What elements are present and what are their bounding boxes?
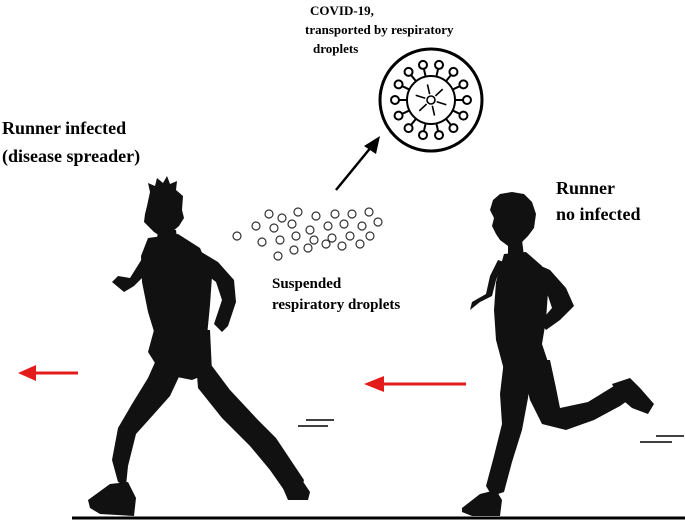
virus-spike-cap [403, 123, 414, 134]
virus-icon [378, 47, 484, 153]
droplet [277, 213, 287, 223]
label-healthy-line1: Runner [556, 178, 615, 198]
label-virus-line1: COVID-19, [310, 3, 374, 18]
virus-spike-cap [393, 79, 404, 90]
droplet [287, 219, 297, 229]
virus-spike-cap [434, 130, 445, 141]
label-droplets-line1: Suspended [272, 276, 342, 292]
droplet [364, 207, 374, 217]
droplet [275, 235, 285, 245]
droplet [273, 251, 283, 261]
droplet [373, 217, 383, 227]
virus-spike-cap [448, 123, 459, 134]
droplet [289, 245, 299, 255]
virus-spike-cap [448, 66, 459, 77]
label-healthy-line2: no infected [556, 204, 641, 224]
droplet [251, 221, 261, 231]
droplet [311, 211, 321, 221]
speed-lines-right [640, 435, 684, 443]
droplet [321, 239, 331, 249]
virus-spike-cap [417, 130, 428, 141]
droplet [293, 207, 303, 217]
droplet [339, 219, 349, 229]
arrow-left-icon [18, 365, 78, 381]
droplet [309, 235, 319, 245]
virus-spike-cap [403, 66, 414, 77]
droplet [347, 209, 357, 219]
speed-lines-left [298, 419, 334, 427]
virus-inner-mark [418, 103, 428, 112]
runner-silhouette-female [462, 192, 654, 516]
droplet [337, 241, 347, 251]
droplet [232, 231, 242, 241]
droplet [365, 231, 375, 241]
virus-spike-cap [458, 110, 469, 121]
virus-inner-mark [426, 84, 431, 95]
droplet [257, 237, 267, 247]
droplet [345, 231, 355, 241]
label-virus-line2: transported by respiratory [305, 22, 454, 37]
label-droplets-line2: respiratory droplets [272, 297, 400, 313]
droplet [305, 225, 315, 235]
virus-core [426, 95, 436, 105]
droplet-cloud [232, 207, 383, 261]
arrow-left-icon [364, 376, 466, 392]
droplet [269, 223, 279, 233]
virus-inner-mark [436, 101, 447, 106]
droplet [330, 209, 340, 219]
virus-spike-cap [390, 95, 400, 105]
runner-silhouette-male [88, 176, 310, 516]
droplet [264, 209, 274, 219]
droplet [303, 243, 313, 253]
virus-inner-mark [434, 88, 444, 97]
virus-inner-mark [431, 105, 436, 116]
virus-spike-cap [434, 59, 445, 70]
virus-spike-cap [462, 95, 472, 105]
droplet [327, 233, 337, 243]
label-infected-line2: (disease spreader) [2, 146, 140, 167]
droplet [357, 221, 367, 231]
virus-inner-mark [415, 94, 426, 99]
pointer-arrow-icon [335, 136, 380, 191]
label-infected-line1: Runner infected [2, 118, 126, 138]
virus-spike-cap [458, 79, 469, 90]
virus-spike-cap [417, 59, 428, 70]
label-virus-line3: droplets [313, 41, 358, 56]
virus-spike-cap [393, 110, 404, 121]
droplet [323, 221, 333, 231]
droplet [355, 239, 365, 249]
droplet [291, 231, 301, 241]
